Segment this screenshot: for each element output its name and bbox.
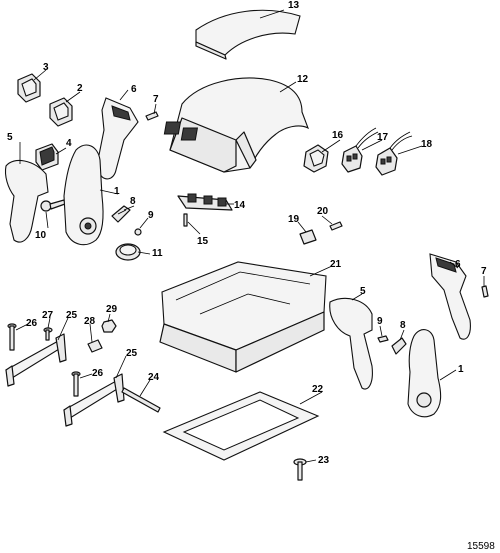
part-29-nut [101,319,117,333]
part-16-grommet [303,144,329,173]
callout-4: 4 [66,138,72,149]
part-15-pin [183,213,188,227]
callout-7-left: 7 [153,94,159,105]
part-6-handle-left [97,97,139,180]
callout-12: 12 [297,74,309,85]
callout-25-lower: 25 [126,348,138,359]
part-25-bracket-lower [63,373,125,427]
callout-9-right: 9 [377,316,383,327]
part-18-harness-connector [375,131,413,176]
part-2-button [49,97,73,127]
callout-21: 21 [330,259,342,270]
part-9-screw-left [134,228,142,236]
callout-16: 16 [332,130,344,141]
part-21-base-housing [159,261,327,373]
callout-13: 13 [288,0,300,11]
callout-8-right: 8 [400,320,406,331]
callout-15: 15 [197,236,209,247]
part-20-screw [329,221,343,231]
part-25-bracket-upper [5,333,67,387]
callout-5-left: 5 [7,132,13,143]
callout-18: 18 [421,139,433,150]
callout-26-lower: 26 [92,368,104,379]
part-9-screw-right [377,335,389,343]
part-4-button [35,143,59,171]
callout-23: 23 [318,455,330,466]
part-13-cover-plate [195,9,301,60]
part-3-button [17,73,41,103]
part-26-bolt-lower [71,371,81,397]
callout-19: 19 [288,214,300,225]
part-5-handle-grip-left [4,159,49,243]
part-14-switch-bracket [177,193,233,211]
callout-27: 27 [42,310,54,321]
callout-22: 22 [312,384,324,395]
part-10-shaft [40,199,66,212]
part-23-screw [293,458,307,481]
callout-7-right: 7 [481,266,487,277]
part-6-handle-right [429,253,471,340]
callout-9-left: 9 [148,210,154,221]
callout-labels: 13 12 3 2 4 5 6 7 1 8 9 10 11 14 15 16 1… [7,0,495,552]
part-26-bolt-upper [7,323,17,351]
part-22-gasket [162,391,320,461]
callout-29: 29 [106,304,118,315]
part-5-handle-grip-right [329,297,373,390]
part-12-housing-cover [163,77,310,173]
callout-17: 17 [377,132,389,143]
callout-11: 11 [152,248,163,259]
part-11-bushing [115,243,141,261]
part-27-screw [43,327,53,341]
callout-25-upper: 25 [66,310,78,321]
callout-2: 2 [77,83,83,94]
callout-3: 3 [43,62,49,73]
callout-26-upper: 26 [26,318,38,329]
part-17-harness-connector [341,127,379,173]
callout-1-left: 1 [114,186,120,197]
callout-28: 28 [84,316,96,327]
callout-14: 14 [234,200,246,211]
part-19-clip [299,229,317,245]
part-8-spring-left [111,205,131,223]
callout-1-right: 1 [458,364,464,375]
part-1-control-body-left [63,144,104,246]
part-7-screw-right [481,285,489,298]
callout-8-left: 8 [130,196,136,207]
callout-20: 20 [317,206,329,217]
figure-id: 15598 [467,541,495,552]
part-24-long-bolt [121,387,161,413]
callout-6-right: 6 [455,259,461,270]
part-7-screw-left [145,111,159,121]
leader-lines [15,9,485,463]
callout-5-right: 5 [360,286,366,297]
part-1-control-body-right [407,329,442,418]
callout-10: 10 [35,230,47,241]
part-28-nut [87,339,103,353]
callout-24: 24 [148,372,160,383]
part-8-spring-right [391,337,407,355]
callout-6-left: 6 [131,84,137,95]
